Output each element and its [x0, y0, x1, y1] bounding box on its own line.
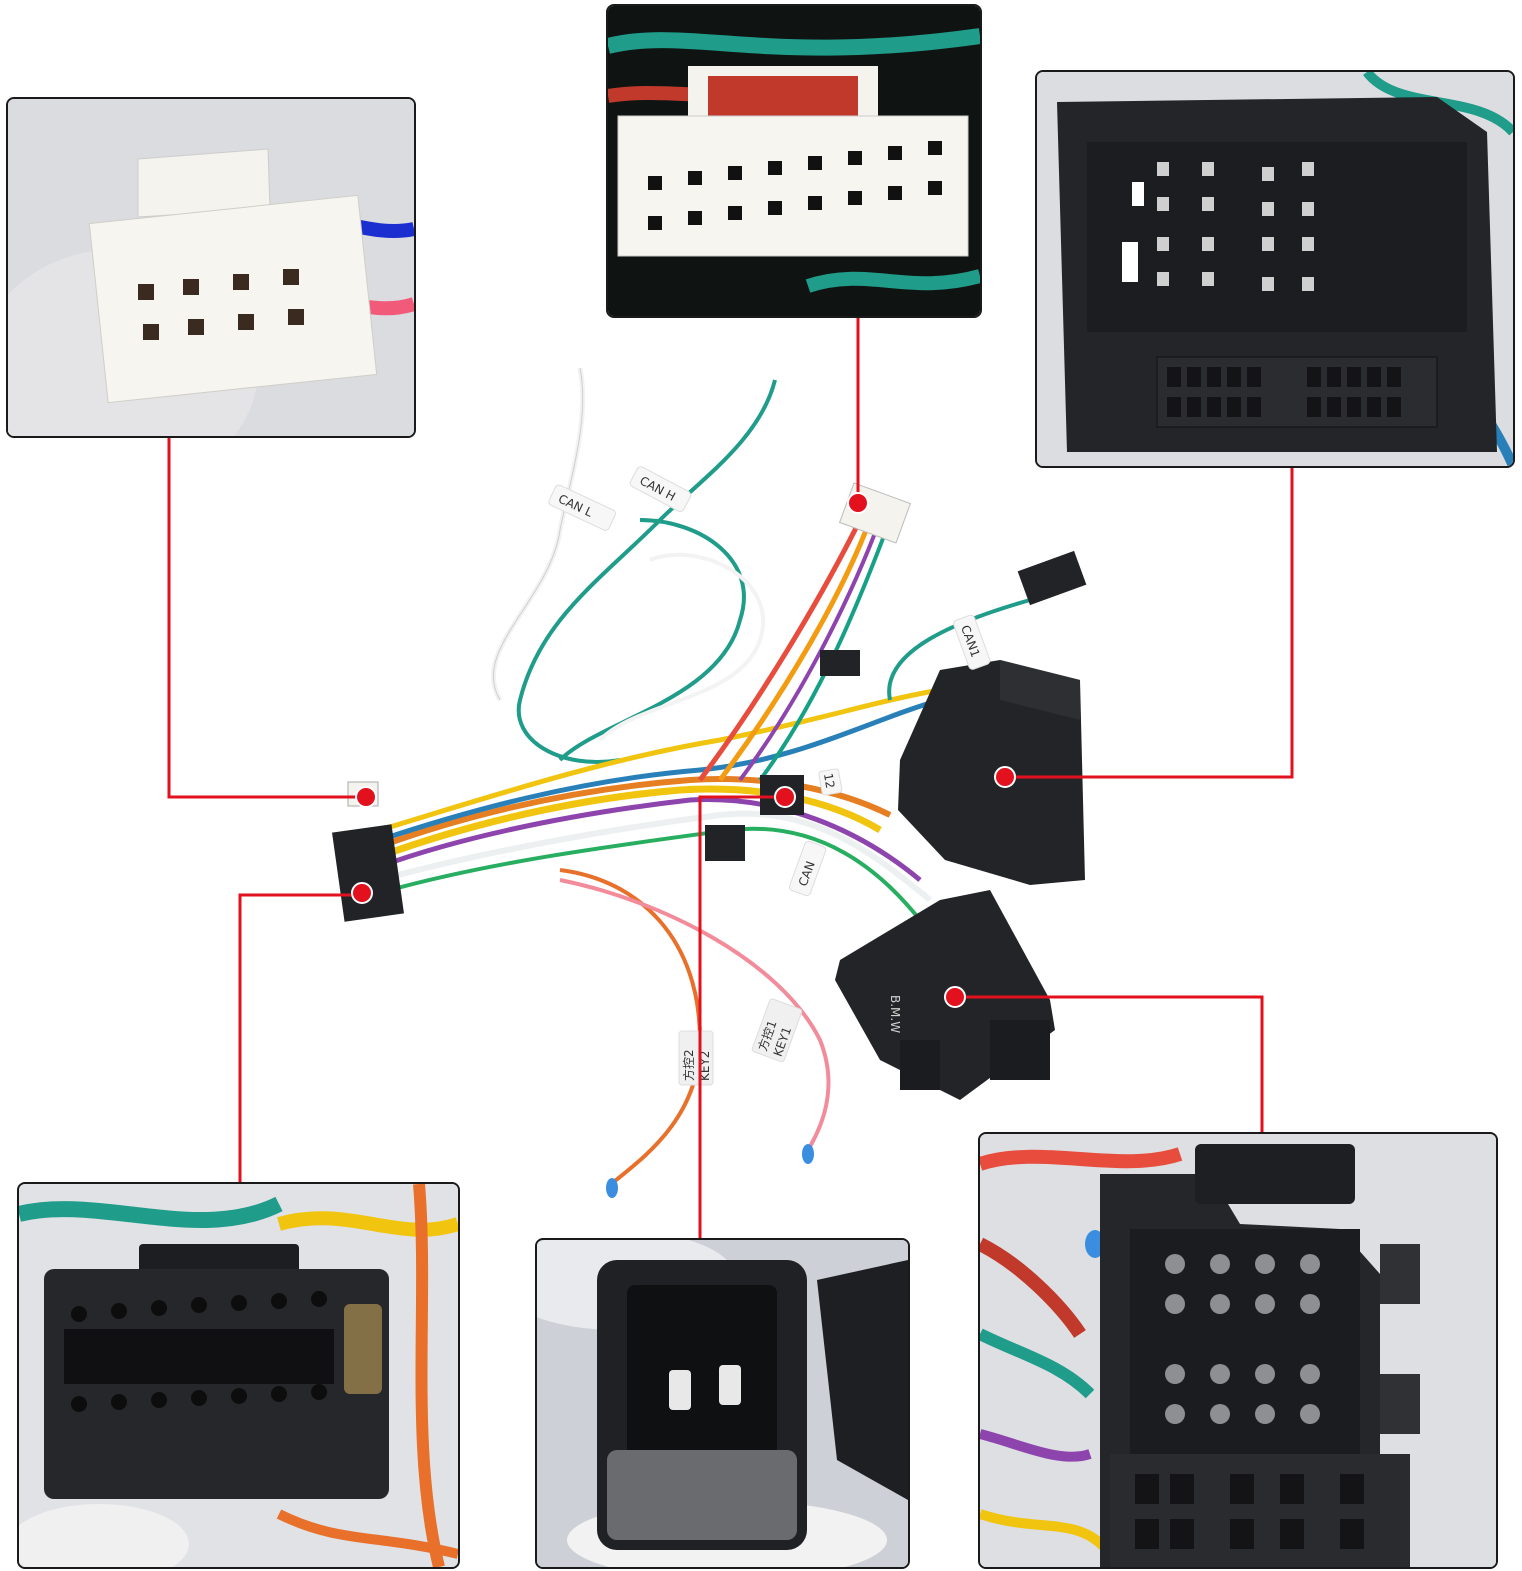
panel-white-16pin: [606, 4, 982, 318]
tag-can-l: CAN L: [556, 492, 595, 520]
tag-key1-cn: 方控1: [755, 1018, 780, 1053]
panel-black-2pin: [535, 1238, 910, 1569]
tag-key2-cn: 方控2: [681, 1049, 696, 1081]
black-2pin-connector-photo: [537, 1240, 908, 1567]
panel-iso-double: [978, 1132, 1498, 1569]
tag-key2: KEY2: [698, 1051, 712, 1081]
tag-can2: CAN: [796, 859, 818, 888]
panel-black-16pin-iso: [17, 1182, 460, 1569]
quadlock-connector-photo: [1037, 72, 1513, 466]
tag-can-h: CAN H: [637, 473, 677, 503]
white-8pin-connector-photo: [8, 99, 414, 436]
tag-can1: CAN1: [958, 623, 983, 659]
panel-quadlock: [1035, 70, 1515, 468]
tag-key1: KEY1: [771, 1025, 795, 1058]
tag-12: 12: [821, 772, 837, 789]
black-16pin-connector-photo: [19, 1184, 458, 1567]
callout-dots: [351, 492, 1016, 1008]
white-16pin-connector-photo: [608, 6, 980, 316]
panel-white-8pin: [6, 97, 416, 438]
tag-bmw: B.M.W: [888, 995, 902, 1033]
iso-double-connector-photo: [980, 1134, 1496, 1567]
